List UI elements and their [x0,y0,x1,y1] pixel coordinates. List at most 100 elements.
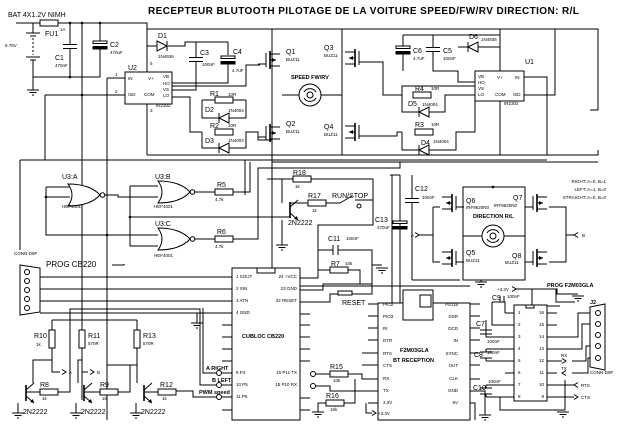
rs232-wires [499,360,574,411]
r9-value: 1k [102,396,108,401]
u2-part: IR2302 [156,103,171,108]
direction-rails [390,174,460,420]
resistor-r9 [99,388,119,396]
r10-label: R10 [34,333,47,340]
u1-pin-vplus: V+ [497,75,503,80]
reset-button[interactable] [337,290,353,296]
ground-icon [478,414,492,421]
r12-label: R12 [160,382,173,389]
c6-label: C6 [413,48,422,55]
port-tx[interactable] [310,371,316,377]
resistor-r15 [329,370,349,378]
bt-pin: SYNC [445,351,458,356]
resistor-r13 [133,329,141,349]
u1-wires [499,29,556,155]
reset-label: RESET [342,300,366,307]
rts-label: RTS [581,383,590,388]
ground-icon [26,89,40,96]
r4-value: 10R [431,86,440,91]
u3b-label: U3:B [155,174,171,181]
u2-pin-vb: VB [163,74,169,79]
prog-supply-pin [511,286,517,292]
u1-pin-lo: LO [478,92,485,97]
u3c-label: U3:C [155,221,171,228]
capacitor-c4 [220,55,236,65]
u1-pin-sd: /SD [513,92,521,97]
bt-supply-label: +3.3V [378,411,390,416]
cts-pin [573,394,579,400]
cb220-pin: 24 +VCC [279,274,298,279]
c13-label: C13 [375,217,388,224]
c3-value: 100nF [202,62,215,67]
u1-label: U1 [525,59,534,66]
run-stop-switch[interactable] [339,195,353,204]
bt-pin: PIO2 [383,302,394,307]
q6-label: Q6 [466,198,475,205]
capacitor-c11 [318,245,382,266]
mosfet-q2 [257,123,281,143]
truth-straight: STRAIGHT: A=0, B=0 [563,195,607,200]
prog-f2m03gla-label: PROG F2M03GLA [547,283,593,289]
u1-pin-ho: HO [478,80,485,85]
u1-gate-wires [401,85,476,151]
cb220-part: CUBLOC CB220 [242,334,284,340]
r10-value: 1k [36,342,42,347]
bt-pin: PIO18 [445,302,458,307]
ic-pin: 11 [539,370,544,375]
signal-b-left: B LEFT [212,378,232,384]
c5-value: 100nF [443,56,456,61]
bt-pin: RX [383,376,389,381]
cb220-pin: 23 GND [281,286,298,291]
nor-gate-u3b [157,180,196,204]
r8-value: 1k [42,396,48,401]
tx-pin [561,370,567,376]
ic-pin: 12 [539,358,545,363]
ic-pin: 7 [518,382,521,387]
pullup-wires [51,260,138,366]
u3c-part: HEF4001 [154,253,174,258]
r9-label: R9 [100,382,109,389]
q6-part: IRF9620N0 [466,205,490,210]
q2-part: BUZ11 [286,129,300,134]
unused-pins [222,313,310,411]
battery-label: BAT 4X1.2V NIMH [8,12,66,19]
r3-value: 10R [431,122,440,127]
driver-u2 [124,71,173,105]
bt-pin-wires [362,303,486,420]
d4-value: 1N4004 [433,139,449,144]
bt-supply-pin [371,410,377,416]
truth-right: RIGHT: A=0, B=1 [571,179,606,184]
cb220-pin: 1 SOUT [236,274,253,279]
transistor-pwm [143,382,153,404]
wire [112,264,198,323]
u3a-label: U3:A [62,174,78,181]
fuse-rating: 1A [60,27,66,32]
nor-gate-u3a [67,183,106,207]
ic-left-pins: 1 2 3 4 5 6 7 8 [518,310,521,399]
transistor-a-part: 2N2222 [23,409,48,416]
c11-label: C11 [328,236,340,243]
u2-wires [45,77,148,155]
j2-wires [557,312,590,374]
cb220-pin: 9 P4 [236,370,246,375]
port-rx[interactable] [310,383,316,389]
cb220-pin: 11 P6 [236,394,248,399]
bt-right-pins: PIO18 DSR DCD IN SYNC OUT CLK GND 5V [445,302,459,405]
diode-d2 [218,112,230,124]
bt-pin: TX [383,388,389,393]
gate-wires [418,206,574,263]
ground-icon [275,244,289,251]
r8-label: R8 [40,382,49,389]
direction-motor-label: DIRECTION R/L [473,214,514,220]
ground-wire [272,280,482,287]
output-b-label: B [97,370,100,375]
pin-number: 1 [115,72,118,77]
q5-part: BUZ11 [466,258,480,263]
input-b-pin [573,232,579,238]
u2-pin-in: IN [128,76,133,81]
c10-label: C10 [473,385,486,392]
r17-value: 1k [312,208,318,213]
r5-value: 4.7k [215,197,224,202]
r1-label: R1 [210,91,219,98]
